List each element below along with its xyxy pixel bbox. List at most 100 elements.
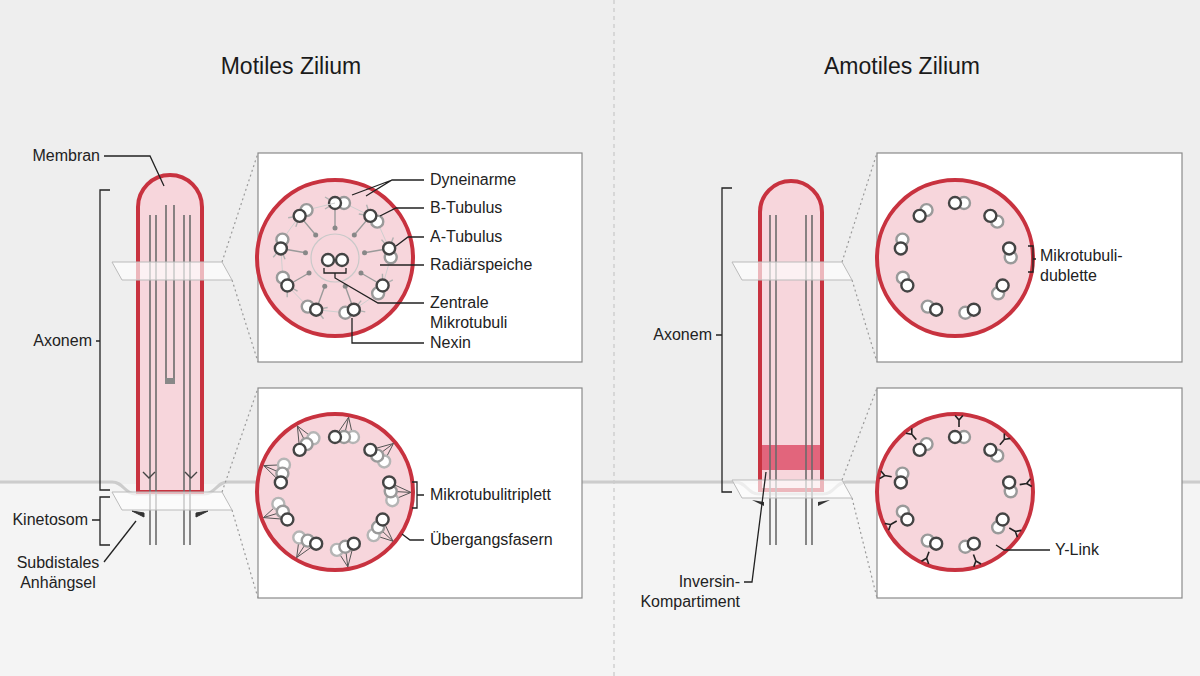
- microtubule: [949, 197, 961, 209]
- leader-lines: [92, 156, 1050, 582]
- microtubule: [895, 242, 907, 254]
- microtubule: [281, 280, 293, 292]
- primary-cilium: [732, 181, 852, 545]
- motile-cilium: [112, 175, 232, 545]
- spoke-head: [358, 271, 363, 276]
- y-link: [1000, 433, 1010, 444]
- y-link: [921, 552, 929, 564]
- cross-section: [257, 414, 413, 570]
- microtubule: [377, 280, 389, 292]
- projection-lines: [222, 388, 258, 598]
- y-link: [880, 471, 892, 479]
- membrane-ring: [257, 414, 413, 570]
- spoke-head: [313, 233, 318, 238]
- microtubule: [895, 476, 907, 488]
- leader-lines: [402, 534, 424, 540]
- membrane-ring: [877, 414, 1033, 570]
- microtubule: [901, 280, 913, 292]
- spoke-head: [352, 233, 357, 238]
- leader-lines: [324, 268, 424, 303]
- projection-lines: [842, 153, 877, 362]
- part-label: Mikrotubulitriplett: [430, 485, 595, 505]
- motile-cilium: [138, 175, 202, 492]
- primary-cilium: [752, 500, 830, 506]
- motile-cilium: [165, 378, 175, 384]
- motile-cilium: [173, 205, 175, 380]
- leader-lines: [412, 482, 424, 508]
- microtubule: [914, 210, 926, 222]
- part-label: Subdistales Anhängsel: [4, 553, 112, 593]
- microtubule: [364, 444, 376, 456]
- leader-lines: [104, 521, 136, 562]
- microtubule: [997, 280, 1009, 292]
- microtubule: [968, 304, 980, 316]
- microtubule: [1003, 476, 1015, 488]
- microtubule: [275, 476, 287, 488]
- motile-cilium: [132, 511, 208, 517]
- part-label: B-Tubulus: [430, 198, 570, 218]
- y-link: [955, 415, 963, 427]
- projection-lines: [222, 153, 258, 362]
- microtubule: [310, 304, 322, 316]
- y-link: [1009, 528, 1021, 537]
- part-label: Axonem: [622, 325, 712, 345]
- projection-lines: [222, 153, 877, 598]
- inset-frames: [258, 153, 1182, 598]
- y-link: [885, 521, 897, 530]
- spoke-head: [303, 250, 308, 255]
- microtubule: [310, 538, 322, 550]
- part-label: Nexin: [430, 333, 570, 353]
- part-label: Radiärspeiche: [430, 255, 578, 275]
- microtubule: [968, 538, 980, 550]
- membrane-ring: [877, 180, 1033, 336]
- inset-frames: [877, 388, 1182, 598]
- spoke-head: [322, 284, 327, 289]
- primary-cilium: [732, 480, 852, 498]
- spoke-head: [333, 226, 338, 231]
- part-label: Y-Link: [1055, 540, 1165, 560]
- y-link: [906, 428, 916, 439]
- leader-lines: [104, 156, 164, 186]
- part-label: Kinetosom: [4, 510, 88, 530]
- part-label: Übergangsfasern: [430, 530, 590, 550]
- microtubule: [281, 514, 293, 526]
- membrane-ring: [257, 180, 413, 336]
- part-label: Mikrotubuli- dublette: [1040, 246, 1140, 286]
- inset-frames: [258, 153, 582, 362]
- microtubule: [901, 514, 913, 526]
- motile-cilium: [112, 262, 232, 280]
- cross-section: [877, 180, 1033, 336]
- microtubule: [329, 431, 341, 443]
- panel-title: Amotiles Zilium: [772, 52, 1032, 80]
- leader-lines: [96, 190, 110, 490]
- microtubule: [294, 444, 306, 456]
- part-label: Dyneinarme: [430, 170, 570, 190]
- leader-lines: [380, 208, 424, 216]
- cross-section: [257, 180, 413, 336]
- leader-lines: [744, 472, 766, 582]
- leader-lines: [352, 318, 424, 343]
- motile-cilium: [112, 492, 232, 510]
- microtubule: [949, 431, 961, 443]
- spoke-head: [307, 271, 312, 276]
- part-label: Zentrale Mikrotubuli: [430, 293, 525, 333]
- part-label: Axonem: [4, 331, 92, 351]
- part-label: Inversin- Kompartiment: [620, 572, 740, 612]
- leader-lines: [352, 180, 424, 196]
- microtubule: [348, 304, 360, 316]
- microtubule: [930, 538, 942, 550]
- y-link: [1020, 479, 1032, 487]
- part-label: A-Tubulus: [430, 227, 570, 247]
- leader-lines: [1028, 246, 1036, 272]
- microtubule: [1003, 242, 1015, 254]
- microtubule: [348, 538, 360, 550]
- primary-cilium: [732, 262, 852, 280]
- spoke-head: [362, 250, 367, 255]
- cross-sections: [257, 180, 1033, 570]
- microtubule: [377, 514, 389, 526]
- y-link: [973, 554, 981, 566]
